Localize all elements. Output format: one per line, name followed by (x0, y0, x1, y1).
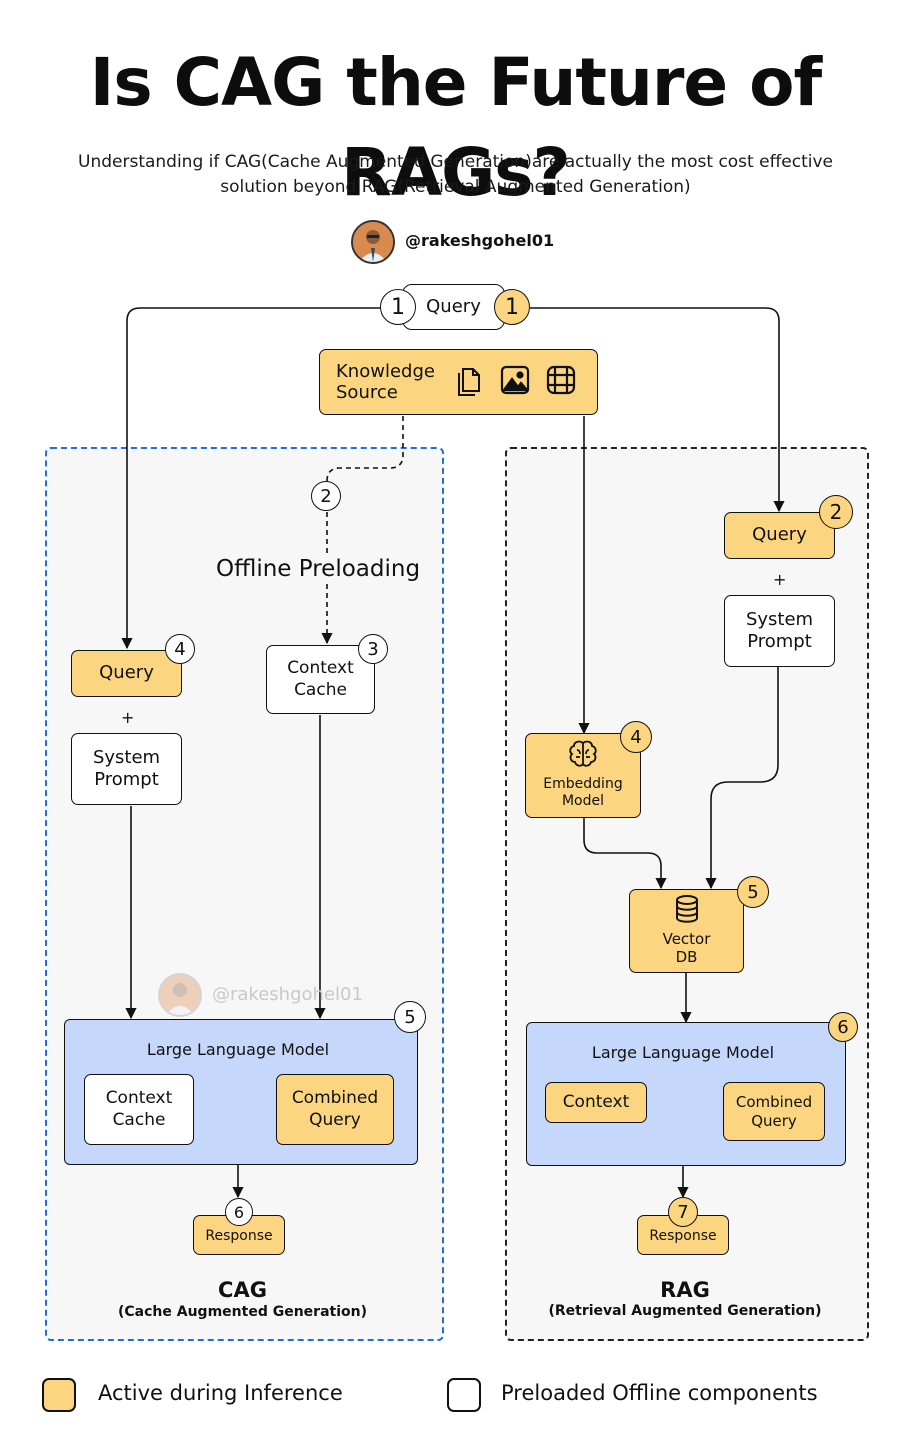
cag-llm-combined-query: Combined Query (276, 1074, 394, 1145)
legend-active-label: Active during Inference (98, 1381, 343, 1405)
cag-llm-combined-query-label: Combined Query (291, 1088, 379, 1130)
rag-plus: + (773, 570, 787, 589)
image-icon (500, 365, 530, 400)
cag-step-5: 5 (394, 1001, 426, 1033)
cag-llm-title: Large Language Model (146, 1040, 330, 1059)
cag-step-3: 3 (358, 634, 388, 664)
top-query-label: Query (426, 295, 481, 317)
cag-llm-box: Large Language Model Context Cache Combi… (64, 1019, 418, 1165)
rag-system-prompt-box: System Prompt (724, 595, 835, 667)
rag-response-label: Response (649, 1228, 717, 1245)
author-avatar (351, 220, 395, 264)
rag-query-label: Query (752, 524, 807, 546)
watermark-handle: @rakeshgohel01 (212, 984, 363, 1005)
film-icon (546, 365, 576, 400)
top-query-step-right: 1 (494, 289, 530, 325)
cag-response-label: Response (205, 1228, 273, 1245)
knowledge-source-label: Knowledge Source (336, 361, 435, 403)
author-handle: @rakeshgohel01 (405, 231, 555, 250)
rag-llm-context: Context (545, 1082, 647, 1123)
cag-context-cache-box: Context Cache (266, 645, 375, 714)
cag-llm-context-cache: Context Cache (84, 1074, 194, 1145)
watermark-avatar (158, 973, 202, 1017)
cag-system-prompt-box: System Prompt (71, 733, 182, 805)
cag-step-2: 2 (311, 481, 341, 511)
vector-db-box: Vector DB (629, 889, 744, 973)
rag-footer-subtitle: (Retrieval Augmented Generation) (548, 1303, 822, 1319)
rag-system-prompt-label: System Prompt (745, 608, 814, 653)
rag-llm-title: Large Language Model (591, 1043, 775, 1062)
page-subtitle: Understanding if CAG(Cache Augmented Gen… (78, 152, 833, 197)
rag-llm-combined-query-label: Combined Query (735, 1092, 813, 1130)
brain-icon (568, 740, 598, 774)
top-query-box: Query (402, 284, 505, 330)
documents-icon (454, 364, 484, 401)
cag-query-label: Query (99, 662, 154, 684)
cag-context-cache-label: Context Cache (287, 658, 354, 700)
database-icon (674, 894, 700, 928)
legend-active-swatch (42, 1378, 76, 1412)
cag-step-6: 6 (225, 1198, 253, 1226)
vector-db-label: Vector DB (662, 929, 711, 967)
rag-query-box: Query (724, 512, 835, 559)
embedding-model-box: Embedding Model (525, 733, 641, 818)
cag-plus: + (121, 708, 135, 727)
rag-footer-title: RAG (660, 1278, 710, 1302)
cag-footer-title: CAG (218, 1278, 267, 1302)
cag-query-box: Query (71, 650, 182, 697)
embedding-model-label: Embedding Model (543, 775, 623, 810)
top-query-step-left: 1 (380, 289, 416, 325)
legend-preloaded-swatch (447, 1378, 481, 1412)
rag-step-4: 4 (620, 721, 652, 753)
cag-step-4: 4 (165, 634, 195, 664)
rag-step-2: 2 (819, 495, 853, 529)
knowledge-source-box: Knowledge Source (319, 349, 598, 415)
offline-preloading-label: Offline Preloading (216, 556, 421, 582)
rag-step-6: 6 (828, 1012, 858, 1042)
rag-step-7: 7 (668, 1197, 698, 1227)
page-title: Is CAG the Future of RAGs? (89, 44, 822, 211)
rag-llm-combined-query: Combined Query (723, 1082, 825, 1141)
rag-step-5: 5 (737, 876, 769, 908)
cag-footer-subtitle: (Cache Augmented Generation) (118, 1304, 367, 1320)
rag-llm-context-label: Context (562, 1091, 630, 1112)
legend-preloaded-label: Preloaded Offline components (501, 1381, 818, 1405)
cag-llm-context-cache-label: Context Cache (105, 1088, 173, 1130)
rag-llm-box: Large Language Model Context Combined Qu… (526, 1022, 846, 1166)
cag-system-prompt-label: System Prompt (92, 746, 161, 791)
cag-panel (45, 447, 444, 1341)
